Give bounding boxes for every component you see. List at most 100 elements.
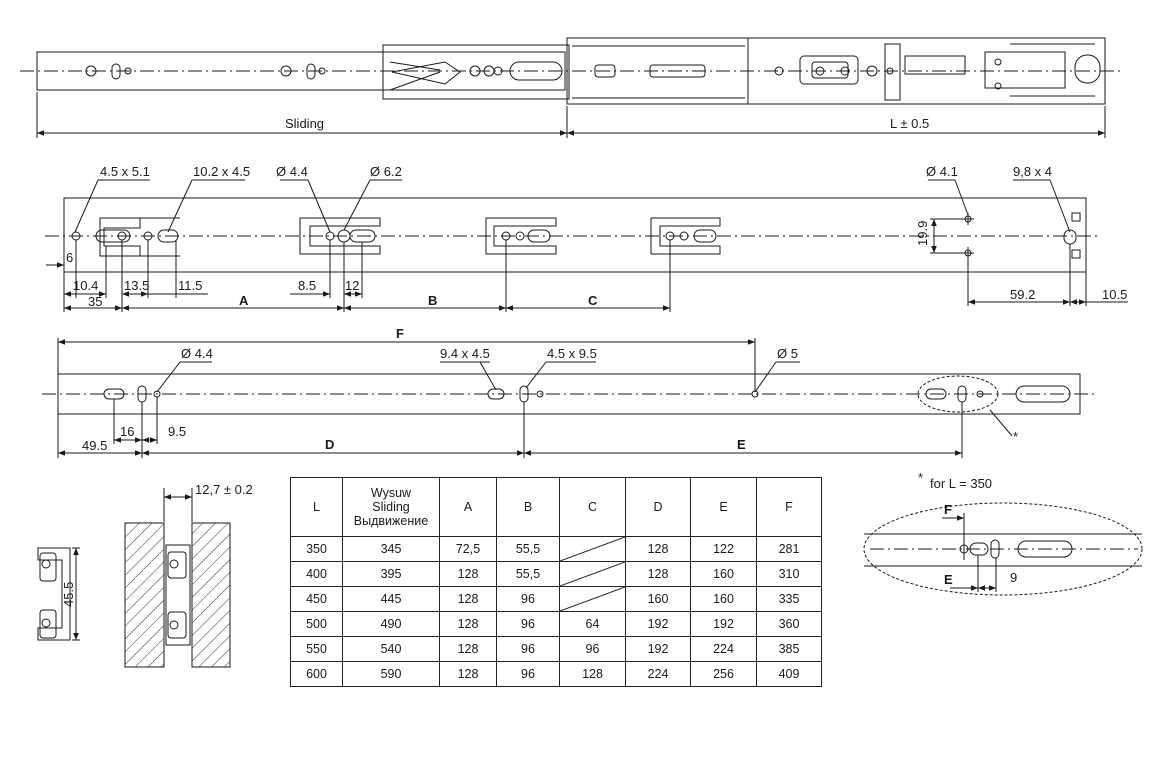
cell: 160 (625, 586, 691, 612)
cell: 350 (290, 536, 343, 562)
note-star: * (918, 470, 923, 485)
cell: 500 (290, 611, 343, 637)
cell: 192 (625, 636, 691, 662)
table-row: 500 490 128 96 64 192 192 360 (290, 611, 822, 637)
dim-B: B (428, 293, 437, 308)
cell: 490 (342, 611, 440, 637)
cell: 600 (290, 661, 343, 687)
cell: 256 (690, 661, 757, 687)
cell: 96 (496, 661, 560, 687)
dim-35: 35 (88, 294, 102, 309)
cell: 400 (290, 561, 343, 587)
dim-dia-4-4-cabinet: Ø 4.4 (181, 346, 213, 361)
dim-slot-4-5x9-5: 4.5 x 9.5 (547, 346, 597, 361)
col-E: E (690, 477, 757, 537)
dim-dia-6-2: Ø 6.2 (370, 164, 402, 179)
cabinet-member (42, 338, 1095, 458)
table-row: 600 590 128 96 128 224 256 409 (290, 661, 822, 687)
dim-dia-4-1: Ø 4.1 (926, 164, 958, 179)
dim-C: C (588, 293, 598, 308)
cell: 128 (625, 536, 691, 562)
dim-12: 12 (345, 278, 359, 293)
dim-16: 16 (120, 424, 134, 439)
col-A: A (439, 477, 497, 537)
cell: 160 (690, 586, 757, 612)
dim-dia-5: Ø 5 (777, 346, 798, 361)
cell: 122 (690, 536, 757, 562)
detail-note: for L = 350 (930, 476, 992, 491)
top-view (20, 37, 1120, 138)
dim-9-5: 9.5 (168, 424, 186, 439)
cell-not-applicable (559, 586, 626, 612)
col-B: B (496, 477, 560, 537)
cell: 160 (690, 561, 757, 587)
cell: 128 (439, 561, 497, 587)
cell: 540 (342, 636, 440, 662)
col-C: C (559, 477, 626, 537)
dim-8-5: 8.5 (298, 278, 316, 293)
cell: 96 (559, 636, 626, 662)
cell: 224 (625, 661, 691, 687)
cell: 128 (439, 661, 497, 687)
col-sliding: Wysuw Sliding Выдвижение (342, 477, 440, 537)
cell: 345 (342, 536, 440, 562)
sliding-label: Sliding (285, 116, 324, 131)
cell-not-applicable (559, 536, 626, 562)
dim-A: A (239, 293, 249, 308)
col-sliding-pl: Wysuw (370, 486, 412, 500)
mounting-section (124, 488, 231, 668)
drawer-member (45, 179, 1128, 312)
detail-9: 9 (1010, 570, 1017, 585)
col-sliding-ru: Выдвижение (353, 514, 429, 528)
cell: 445 (342, 586, 440, 612)
cell: 72,5 (439, 536, 497, 562)
cell: 450 (290, 586, 343, 612)
middle-member-outline (382, 44, 570, 100)
cell: 590 (342, 661, 440, 687)
cell: 224 (690, 636, 757, 662)
cell: 128 (439, 586, 497, 612)
dim-F: F (396, 326, 404, 341)
cell: 96 (496, 611, 560, 637)
cell: 281 (756, 536, 822, 562)
col-F: F (756, 477, 822, 537)
cell-not-applicable (559, 561, 626, 587)
dim-slot-4-5x5-1: 4.5 x 5.1 (100, 164, 150, 179)
drawer-member-outline (63, 197, 1087, 273)
dim-10-5: 10.5 (1102, 287, 1127, 302)
dim-49-5: 49.5 (82, 438, 107, 453)
dim-E: E (737, 437, 746, 452)
cell: 409 (756, 661, 822, 687)
table-row: 550 540 128 96 96 192 224 385 (290, 636, 822, 662)
dim-slot-9-8x4: 9,8 x 4 (1013, 164, 1052, 179)
table-row: 450 445 128 96 160 160 335 (290, 586, 822, 612)
cell: 550 (290, 636, 343, 662)
cell: 55,5 (496, 561, 560, 587)
profile-height: 45.5 (61, 582, 76, 607)
cell: 192 (690, 611, 757, 637)
dim-13-5: 13.5 (124, 278, 149, 293)
cell: 96 (496, 586, 560, 612)
length-label: L ± 0.5 (890, 116, 929, 131)
col-sliding-en: Sliding (372, 500, 410, 514)
cell: 96 (496, 636, 560, 662)
detail-F: F (944, 502, 952, 517)
cell: 310 (756, 561, 822, 587)
inner-member-outline (36, 51, 566, 91)
cell: 360 (756, 611, 822, 637)
dim-slot-10-2x4-5: 10.2 x 4.5 (193, 164, 250, 179)
col-D: D (625, 477, 691, 537)
cell: 192 (625, 611, 691, 637)
table-row: 350 345 72,5 55,5 128 122 281 (290, 536, 822, 562)
dim-10-4: 10.4 (73, 278, 98, 293)
cell: 64 (559, 611, 626, 637)
dim-11-5: 11.5 (178, 278, 202, 293)
cell: 128 (625, 561, 691, 587)
detail-marker: * (1013, 429, 1018, 444)
dimension-table: L Wysuw Sliding Выдвижение A B C D E F 3… (290, 477, 822, 687)
cell: 128 (439, 611, 497, 637)
cell: 55,5 (496, 536, 560, 562)
cell: 128 (559, 661, 626, 687)
table-header-row: L Wysuw Sliding Выдвижение A B C D E F (290, 477, 822, 537)
